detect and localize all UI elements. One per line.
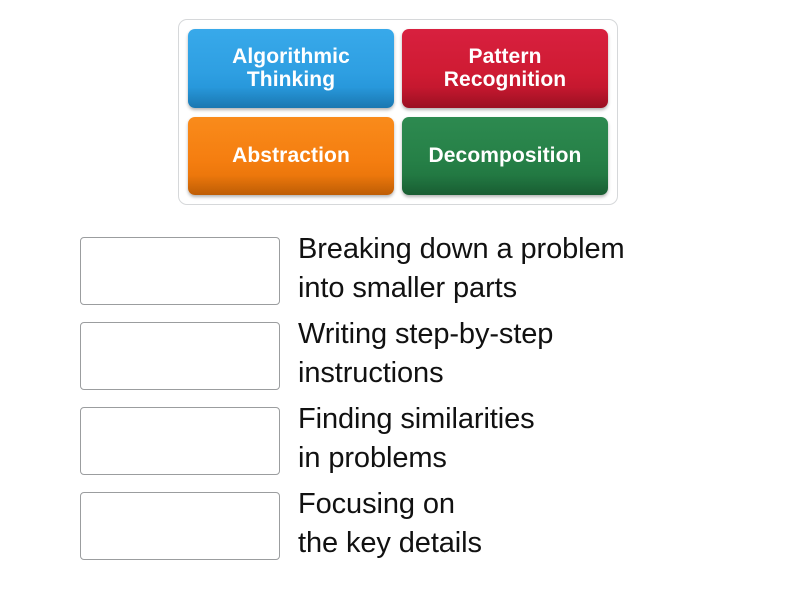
match-row: Breaking down a problem into smaller par… [80, 233, 750, 305]
drop-zone-4[interactable] [80, 492, 280, 560]
answer-text-3: Finding similarities in problems [298, 403, 535, 474]
answer-text-2: Writing step-by-step instructions [298, 318, 554, 389]
drop-zone-1[interactable] [80, 237, 280, 305]
tile-label: Abstraction [232, 143, 350, 167]
draggable-tile-abstraction[interactable]: Abstraction [188, 116, 394, 195]
match-rows-list: Breaking down a problem into smaller par… [80, 233, 750, 577]
tile-label: Algorithmic Thinking [232, 44, 350, 92]
tile-label: Decomposition [428, 143, 582, 167]
match-row: Finding similarities in problems [80, 403, 750, 475]
match-row: Focusing on the key details [80, 488, 750, 560]
drop-zone-2[interactable] [80, 322, 280, 390]
draggable-tile-algorithmic-thinking[interactable]: Algorithmic Thinking [188, 29, 394, 108]
match-row: Writing step-by-step instructions [80, 318, 750, 390]
tile-label: Pattern Recognition [443, 44, 567, 92]
answer-text-1: Breaking down a problem into smaller par… [298, 233, 625, 304]
draggable-tile-decomposition[interactable]: Decomposition [402, 116, 608, 195]
answer-text-4: Focusing on the key details [298, 488, 482, 559]
draggable-tile-pattern-recognition[interactable]: Pattern Recognition [402, 29, 608, 108]
draggable-tile-tray: Algorithmic Thinking Pattern Recognition… [178, 19, 618, 205]
drop-zone-3[interactable] [80, 407, 280, 475]
